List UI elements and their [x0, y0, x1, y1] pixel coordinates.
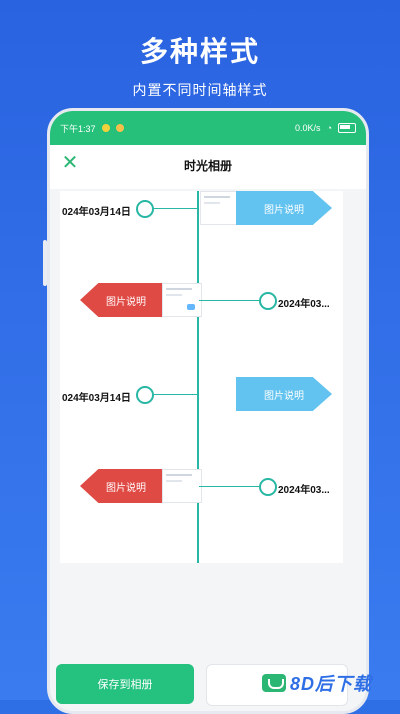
timeline-dot: [259, 292, 277, 310]
timeline-date: 2024年03...: [278, 299, 330, 310]
timeline-connector: [154, 208, 198, 209]
status-bar: 下午1:37 0.0K/s ◔: [50, 111, 366, 145]
hero-subtitle: 内置不同时间轴样式: [132, 82, 268, 98]
timeline-item: 024年03月14日 图片说明: [60, 377, 343, 437]
photo-thumbnail[interactable]: [162, 469, 202, 503]
timeline-connector: [199, 300, 259, 301]
caption-arrow[interactable]: 图片说明: [236, 377, 332, 411]
watermark-logo-icon: [262, 674, 286, 692]
save-to-album-label: 保存到相册: [97, 679, 153, 691]
top-app-bar: ✕ 时光相册: [50, 145, 366, 189]
timeline-canvas: 024年03月14日 图片说明 图片说明 2024年03...: [60, 191, 343, 563]
image-icon: [187, 304, 195, 310]
timeline-connector: [199, 486, 259, 487]
status-time: 下午1:37: [60, 123, 96, 134]
caption-arrow[interactable]: 图片说明: [80, 469, 172, 503]
caption-arrow[interactable]: 图片说明: [80, 283, 172, 317]
phone-frame: 下午1:37 0.0K/s ◔ ✕ 时光相册 024年03月14日 图片说明: [47, 108, 369, 714]
caption-text: 图片说明: [106, 482, 146, 494]
timeline-date: 024年03月14日: [62, 393, 131, 404]
photo-thumbnail[interactable]: [200, 191, 240, 225]
wifi-icon: ◔: [326, 123, 332, 133]
caption-text: 图片说明: [264, 390, 304, 402]
notification-dot-icon: [115, 124, 124, 132]
watermark-text: 8D后下载: [290, 674, 373, 694]
timeline-item: 图片说明 2024年03...: [60, 469, 343, 529]
notification-dot-icon: [101, 124, 110, 132]
watermark: 8D后下载: [262, 670, 394, 696]
save-to-album-button[interactable]: 保存到相册: [56, 664, 194, 704]
timeline-item: 024年03月14日 图片说明: [60, 191, 343, 251]
timeline-date: 024年03月14日: [62, 207, 131, 218]
timeline-dot: [136, 200, 154, 218]
timeline-date: 2024年03...: [278, 485, 330, 496]
caption-text: 图片说明: [264, 204, 304, 216]
phone-side-button-left: [43, 240, 47, 286]
photo-thumbnail[interactable]: [162, 283, 202, 317]
bottom-action-bar: 保存到相册 图: [50, 656, 366, 711]
timeline-dot: [259, 478, 277, 496]
caption-text: 图片说明: [106, 296, 146, 308]
close-icon[interactable]: ✕: [61, 152, 79, 174]
timeline-dot: [136, 386, 154, 404]
network-speed: 0.0K/s: [295, 123, 321, 133]
timeline-connector: [154, 394, 198, 395]
hero-title: 多种样式: [139, 36, 260, 67]
timeline-item: 图片说明 2024年03...: [60, 283, 343, 343]
timeline-line: [197, 191, 199, 563]
caption-arrow[interactable]: 图片说明: [236, 191, 332, 225]
page-title: 时光相册: [183, 159, 232, 173]
battery-icon: [338, 123, 356, 133]
